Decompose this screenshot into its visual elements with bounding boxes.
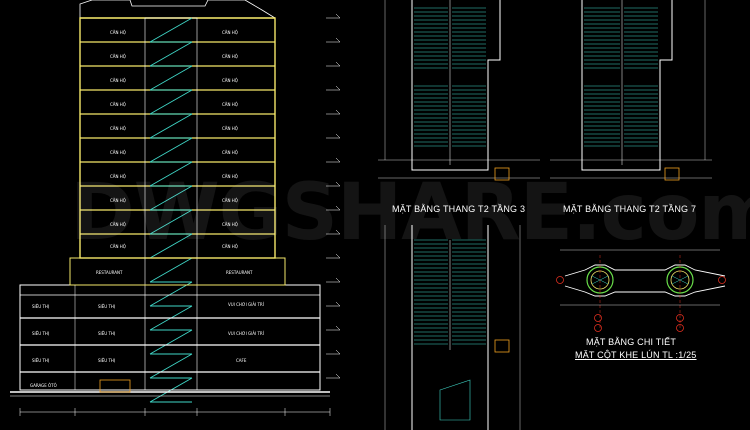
room-label-apartment: CĂN HỘ — [110, 78, 126, 83]
room-label-apartment: CĂN HỘ — [110, 102, 126, 107]
room-label-restaurant: RESTAURANT — [96, 270, 123, 275]
detail-title-line2: MẶT CỘT KHE LÚN TL :1/25 — [575, 350, 697, 360]
room-label-apartment: CĂN HỘ — [222, 174, 238, 179]
detail-title-line1: MẶT BẰNG CHI TIẾT — [586, 337, 677, 347]
room-label-apartment: CĂN HỘ — [222, 150, 238, 155]
plan-title-floor7: MẶT BẰNG THANG T2 TẦNG 7 — [563, 204, 697, 214]
room-label-garage: GARAGE ÔTÔ — [30, 383, 57, 388]
room-label-apartment: CĂN HỘ — [110, 198, 126, 203]
room-label-supermarket: SIÊU THỊ — [98, 358, 116, 363]
room-label-apartment: CĂN HỘ — [222, 78, 238, 83]
plan-title-floor3: MẶT BẰNG THANG T2 TẦNG 3 — [392, 204, 526, 214]
stair-plan-floor3 — [378, 0, 540, 181]
room-label-apartment: CĂN HỘ — [110, 174, 126, 179]
room-label-supermarket: SIÊU THỊ — [32, 331, 50, 336]
room-label-apartment: CĂN HỘ — [110, 126, 126, 131]
room-label-apartment: CĂN HỘ — [222, 54, 238, 59]
room-label-cafe: CAFE — [236, 358, 247, 363]
room-label-supermarket: SIÊU THỊ — [32, 358, 50, 363]
building-section — [10, 0, 341, 416]
room-label-entertainment: VUI CHƠI GIẢI TRÍ — [228, 331, 264, 336]
room-label-apartment: CĂN HỘ — [222, 222, 238, 227]
room-label-restaurant: RESTAURANT — [226, 270, 253, 275]
room-label-supermarket: SIÊU THỊ — [98, 331, 116, 336]
room-label-apartment: CĂN HỘ — [110, 150, 126, 155]
room-label-apartment: CĂN HỘ — [110, 222, 126, 227]
room-label-supermarket: SIÊU THỊ — [98, 304, 116, 309]
stair-plan-floor7 — [550, 0, 712, 181]
room-label-apartment: CĂN HỘ — [222, 244, 238, 249]
room-label-apartment: CĂN HỘ — [222, 126, 238, 131]
column-joint-detail — [556, 249, 726, 332]
room-label-apartment: CĂN HỘ — [110, 54, 126, 59]
room-label-entertainment: VUI CHƠI GIẢI TRÍ — [228, 302, 264, 307]
room-label-apartment: CĂN HỘ — [110, 244, 126, 249]
room-label-apartment: CĂN HỘ — [222, 198, 238, 203]
room-label-supermarket: SIÊU THỊ — [32, 304, 50, 309]
stair-plan-lower — [384, 225, 521, 430]
room-label-apartment: CĂN HỘ — [222, 30, 238, 35]
room-label-apartment: CĂN HỘ — [222, 102, 238, 107]
room-label-apartment: CĂN HỘ — [110, 30, 126, 35]
